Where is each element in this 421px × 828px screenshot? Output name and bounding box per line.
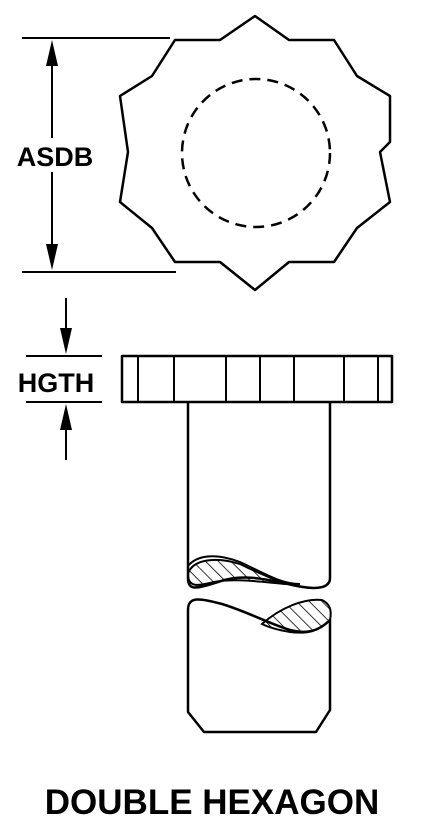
bearing-face-circle	[180, 77, 332, 229]
twelve-point-head-outline	[118, 14, 392, 292]
asdb-arrow-up	[46, 40, 58, 66]
hgth-arrow-up	[60, 404, 72, 430]
diagram-caption: DOUBLE HEXAGON	[45, 783, 379, 822]
asdb-arrow-down	[46, 244, 58, 270]
shank-lower	[186, 598, 332, 734]
break-hatch-lower	[260, 598, 332, 634]
shank-upper	[186, 402, 332, 590]
asdb-dimension: ASDB	[6, 37, 176, 273]
head-top-view	[118, 14, 392, 292]
hgth-dimension: HGTH	[18, 298, 102, 460]
head-side-rect	[120, 354, 394, 404]
break-section-upper-outline	[187, 555, 301, 585]
hgth-arrow-down	[60, 328, 72, 354]
asdb-label: ASDB	[17, 142, 94, 172]
hgth-label: HGTH	[18, 368, 95, 398]
head-side-view	[120, 354, 394, 404]
break-hatch-upper	[186, 558, 287, 586]
